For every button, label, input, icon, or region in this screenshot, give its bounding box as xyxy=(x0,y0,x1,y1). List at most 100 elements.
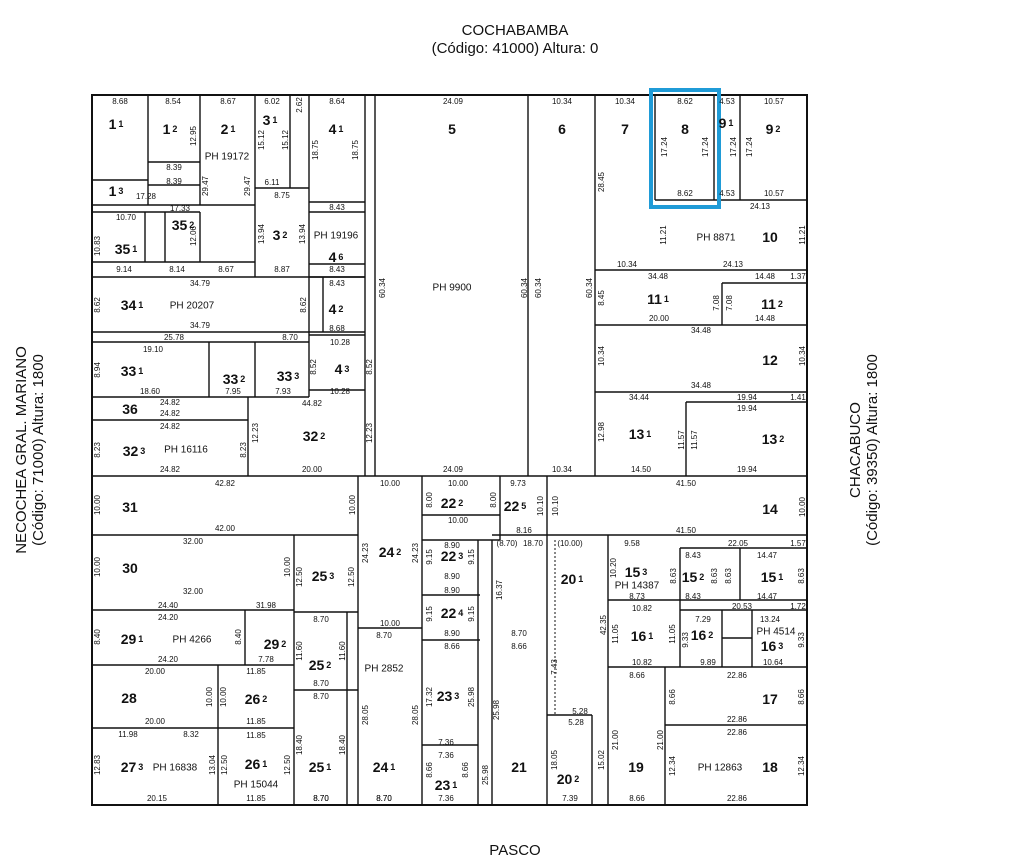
parcel-label-28[interactable]: 28 xyxy=(121,690,137,706)
dimension-label: 24.13 xyxy=(750,202,771,211)
dimension-label: 19.94 xyxy=(737,465,758,474)
parcel-subnumber: 3 xyxy=(138,762,143,772)
parcel-label-6[interactable]: 6 xyxy=(558,121,566,137)
parcel-number: 11 xyxy=(761,296,776,312)
dimension-label: 7.95 xyxy=(225,387,241,396)
dimension-label: 10.34 xyxy=(617,260,638,269)
parcel-label-19[interactable]: 19 xyxy=(628,759,644,775)
dimension-label: 8.63 xyxy=(669,568,678,584)
parcel-label-21[interactable]: 21 xyxy=(511,759,527,775)
parcel-label-5[interactable]: 5 xyxy=(448,121,456,137)
dimension-label: 34.48 xyxy=(648,272,669,281)
dimension-label: 8.70 xyxy=(313,794,329,803)
dimension-label: 12.50 xyxy=(220,754,229,775)
dimension-label: 7.36 xyxy=(438,751,454,760)
parcel-label-8[interactable]: 8 xyxy=(681,121,689,137)
parcel-label-30[interactable]: 30 xyxy=(122,560,138,576)
parcel-label-17[interactable]: 17 xyxy=(762,691,778,707)
parcel-label-31[interactable]: 31 xyxy=(122,499,138,515)
dimension-label: 28.45 xyxy=(597,171,606,192)
dimension-label: 12.23 xyxy=(365,422,374,443)
dimension-label: 7.93 xyxy=(275,387,291,396)
parcel-label-7[interactable]: 7 xyxy=(621,121,629,137)
parcel-label-10[interactable]: 10 xyxy=(762,229,778,245)
dimension-label: 12.06 xyxy=(189,225,198,246)
parcel-number: 34 xyxy=(121,297,137,313)
parcel-number: 36 xyxy=(122,401,138,417)
dimension-label: 7.29 xyxy=(695,615,711,624)
street-label-cochabamba: COCHABAMBA (Código: 41000) Altura: 0 xyxy=(0,22,1030,58)
ph-label-ph4266: PH 4266 xyxy=(173,635,212,646)
parcel-subnumber: 1 xyxy=(338,124,343,134)
parcel-subnumber: 2 xyxy=(189,220,194,230)
dimension-label: 8.90 xyxy=(444,572,460,581)
dimension-label: 34.48 xyxy=(691,326,712,335)
parcel-label-14[interactable]: 14 xyxy=(762,501,778,517)
ph-label-ph9900: PH 9900 xyxy=(433,283,472,294)
dimension-label: 10.83 xyxy=(93,235,102,256)
parcel-label-12[interactable]: 12 xyxy=(762,352,778,368)
parcel-number: 32 xyxy=(303,428,319,444)
dimension-label: 8.66 xyxy=(425,762,434,778)
dimension-label: 8.43 xyxy=(685,551,701,560)
parcel-subnumber: 1 xyxy=(578,574,583,584)
parcel-number: 15 xyxy=(625,564,641,580)
parcel-label-36[interactable]: 36 xyxy=(122,401,138,417)
dimension-label: 24.20 xyxy=(158,655,179,664)
dimension-label: 8.00 xyxy=(489,492,498,508)
dimension-label: 11.05 xyxy=(668,624,677,644)
parcel-subnumber: 6 xyxy=(338,252,343,262)
dimension-label: 8.94 xyxy=(93,362,102,378)
parcel-subnumber: 2 xyxy=(775,124,780,134)
parcel-label-18[interactable]: 18 xyxy=(762,759,778,775)
